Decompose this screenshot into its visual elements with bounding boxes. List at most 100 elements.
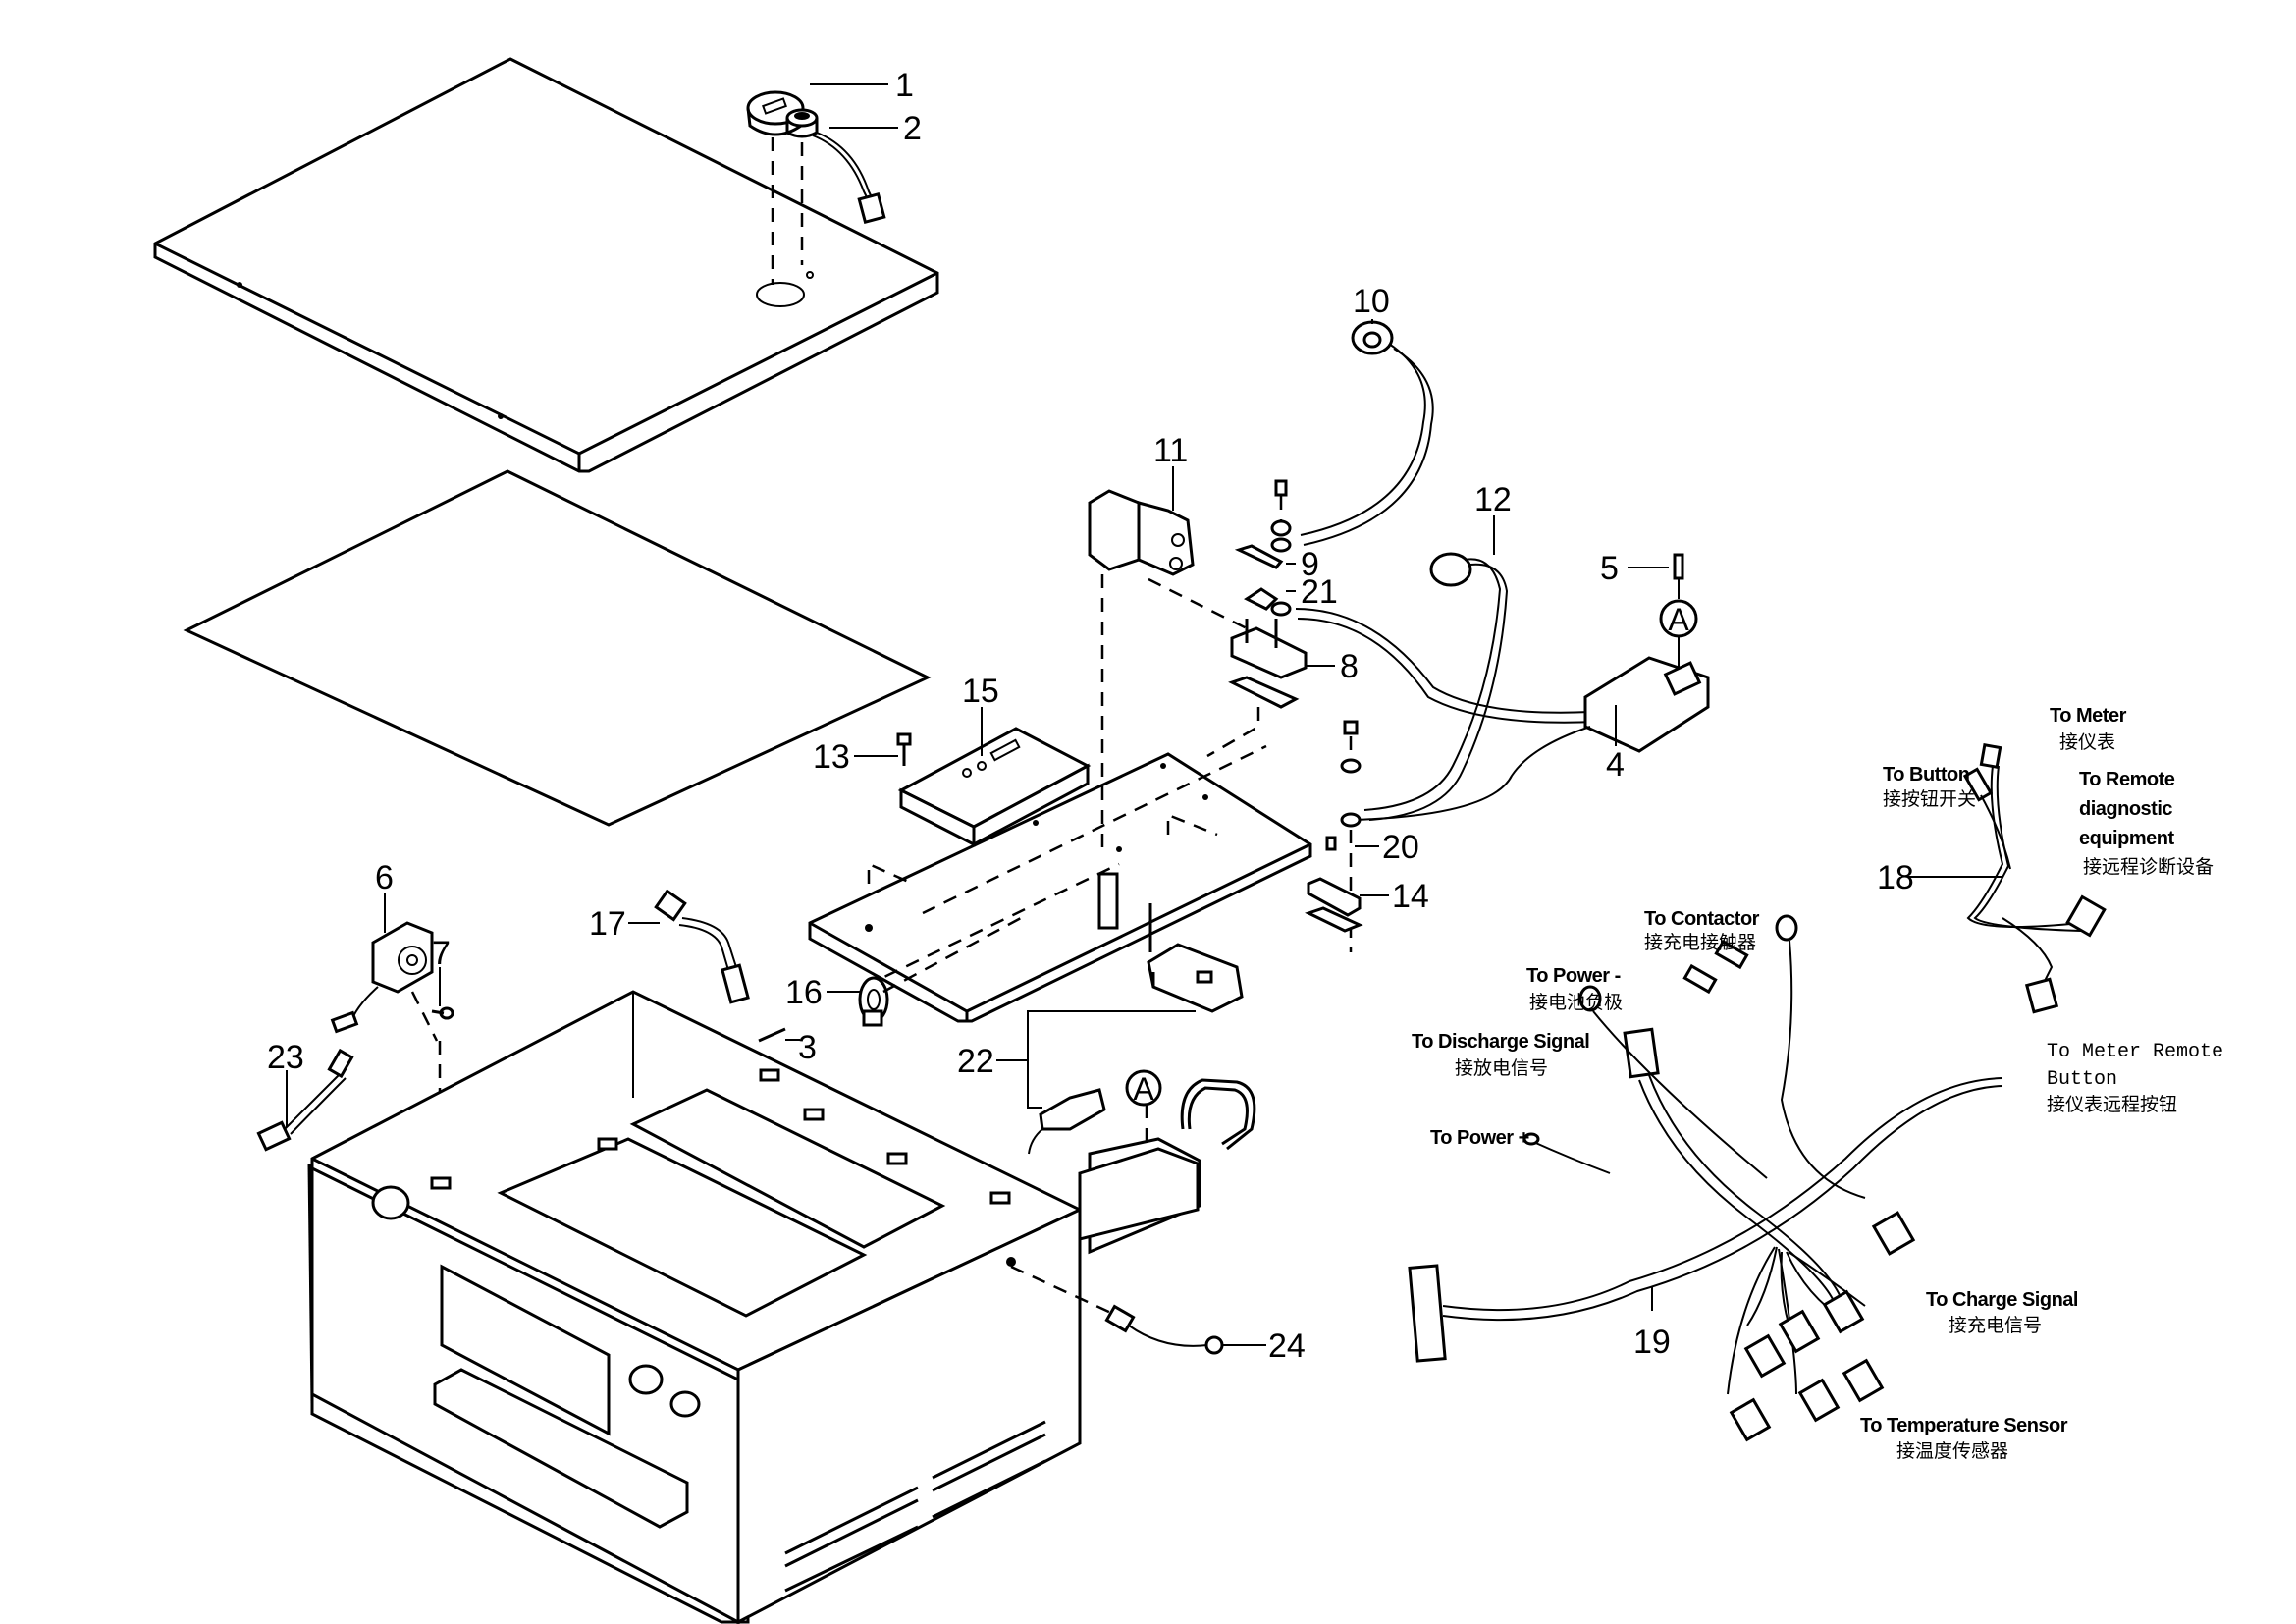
callout-number: 7 xyxy=(432,935,451,972)
svg-text:To Remote: To Remote xyxy=(2079,769,2175,790)
callout-12: 12 xyxy=(1474,481,1512,555)
svg-text:To Meter Remote: To Meter Remote xyxy=(2047,1041,2223,1063)
screw-13 xyxy=(896,732,912,766)
svg-text:To Button: To Button xyxy=(1883,764,1969,785)
harness-18 xyxy=(1962,743,2107,1014)
callout-number: 1 xyxy=(895,67,914,104)
callout-number: 14 xyxy=(1392,878,1429,915)
cable-10 xyxy=(1300,320,1434,546)
svg-text:接仪表远程按钮: 接仪表远程按钮 xyxy=(2047,1094,2177,1115)
svg-text:To Power +: To Power + xyxy=(1430,1127,1529,1149)
controller-module xyxy=(897,574,1104,854)
callout-18: 18 xyxy=(1877,859,2002,896)
svg-text:equipment: equipment xyxy=(2079,828,2174,849)
callout-15: 15 xyxy=(962,673,999,756)
callout-number: 6 xyxy=(375,859,394,896)
reference-mark-a-top: A xyxy=(1659,599,1698,668)
harness-24 xyxy=(1104,1304,1224,1355)
label-to-remote-diagnostic: To Remote diagnostic equipment 接远程诊断设备 xyxy=(2079,769,2214,878)
callout-number: 12 xyxy=(1474,481,1512,518)
fuse-assembly xyxy=(1206,479,1308,758)
label-to-meter: To Meter 接仪表 xyxy=(2050,705,2127,753)
callout-number: 17 xyxy=(589,905,626,943)
contactor xyxy=(1088,489,1248,630)
pin-3 xyxy=(758,1027,786,1043)
meter-gauge xyxy=(746,90,805,285)
svg-text:To Temperature Sensor: To Temperature Sensor xyxy=(1860,1415,2068,1436)
svg-text:接电池负极: 接电池负极 xyxy=(1529,992,1623,1013)
callout-number: 15 xyxy=(962,673,999,710)
svg-text:接按钮开关: 接按钮开关 xyxy=(1883,788,1976,810)
callout-number: 3 xyxy=(798,1029,817,1066)
callout-number: 19 xyxy=(1633,1324,1671,1361)
mounting-plate xyxy=(808,744,1312,1023)
svg-text:To Meter: To Meter xyxy=(2050,705,2127,727)
callout-number: 4 xyxy=(1606,746,1625,784)
svg-text:接放电信号: 接放电信号 xyxy=(1455,1057,1548,1079)
callout-16: 16 xyxy=(785,974,860,1011)
svg-text:To Discharge Signal: To Discharge Signal xyxy=(1412,1031,1589,1053)
callout-4: 4 xyxy=(1606,705,1625,784)
callout-8: 8 xyxy=(1306,648,1359,685)
callout-number: 9 xyxy=(1301,546,1319,583)
callout-13: 13 xyxy=(813,738,898,776)
callout-14: 14 xyxy=(1360,878,1429,915)
callout-7: 7 xyxy=(432,935,451,1006)
push-button xyxy=(785,108,886,265)
callout-number: 8 xyxy=(1340,648,1359,685)
svg-text:接远程诊断设备: 接远程诊断设备 xyxy=(2083,856,2214,878)
harness-17 xyxy=(654,889,750,1004)
insulation-sheet xyxy=(183,469,932,827)
svg-text:To Charge Signal: To Charge Signal xyxy=(1926,1289,2078,1311)
callout-20: 20 xyxy=(1355,829,1419,866)
cable-12 xyxy=(1295,552,1596,821)
callout-number: 2 xyxy=(903,110,922,147)
top-cover-plate xyxy=(153,57,939,473)
callout-10: 10 xyxy=(1353,283,1390,324)
label-to-button: To Button 接按钮开关 xyxy=(1883,764,1976,810)
reference-mark-a-bottom: A xyxy=(1125,1069,1162,1107)
vent-slots xyxy=(784,1420,1046,1593)
callout-3: 3 xyxy=(785,1029,817,1066)
label-to-charge-signal: To Charge Signal 接充电信号 xyxy=(1926,1289,2078,1336)
callout-number: 16 xyxy=(785,974,823,1011)
label-to-contactor: To Contactor 接充电接触器 xyxy=(1644,908,1760,953)
screw-7 xyxy=(431,1006,454,1020)
label-to-meter-remote-button: To Meter Remote Button 接仪表远程按钮 xyxy=(2047,1041,2223,1115)
callout-number: 21 xyxy=(1301,573,1338,611)
callout-number: 24 xyxy=(1268,1327,1306,1365)
svg-text:接充电接触器: 接充电接触器 xyxy=(1644,932,1756,953)
svg-text:To Power -: To Power - xyxy=(1526,965,1621,987)
callout-number: 10 xyxy=(1353,283,1390,320)
harness-19 xyxy=(1408,914,2003,1442)
svg-text:Button: Button xyxy=(2047,1068,2117,1091)
current-shunt xyxy=(858,916,1022,1027)
callout-24: 24 xyxy=(1222,1327,1306,1365)
battery-box xyxy=(307,990,1200,1624)
callout-23: 23 xyxy=(267,1039,304,1127)
callout-1: 1 xyxy=(810,67,914,104)
label-to-temperature-sensor: To Temperature Sensor 接温度传感器 xyxy=(1860,1415,2068,1462)
callout-number: 20 xyxy=(1382,829,1419,866)
callout-number: 22 xyxy=(957,1043,994,1080)
svg-text:接温度传感器: 接温度传感器 xyxy=(1896,1440,2008,1462)
ref-a-text-2: A xyxy=(1133,1071,1154,1107)
screw-5 xyxy=(1673,553,1684,599)
callout-6: 6 xyxy=(375,859,394,933)
svg-text:接仪表: 接仪表 xyxy=(2059,731,2115,753)
label-to-power-positive: To Power + xyxy=(1430,1127,1529,1149)
callout-19: 19 xyxy=(1633,1286,1671,1361)
callout-number: 18 xyxy=(1877,859,1914,896)
callout-number: 23 xyxy=(267,1039,304,1076)
cooling-fan xyxy=(330,921,442,1168)
svg-text:接充电信号: 接充电信号 xyxy=(1949,1315,2042,1336)
callout-17: 17 xyxy=(589,905,660,943)
callout-5: 5 xyxy=(1600,550,1669,587)
svg-text:diagnostic: diagnostic xyxy=(2079,798,2172,820)
callout-number: 13 xyxy=(813,738,850,776)
callout-number: 5 xyxy=(1600,550,1619,587)
callout-22: 22 xyxy=(957,1010,1196,1109)
monitor-module xyxy=(1147,903,1244,1013)
svg-text:To Contactor: To Contactor xyxy=(1644,908,1760,930)
